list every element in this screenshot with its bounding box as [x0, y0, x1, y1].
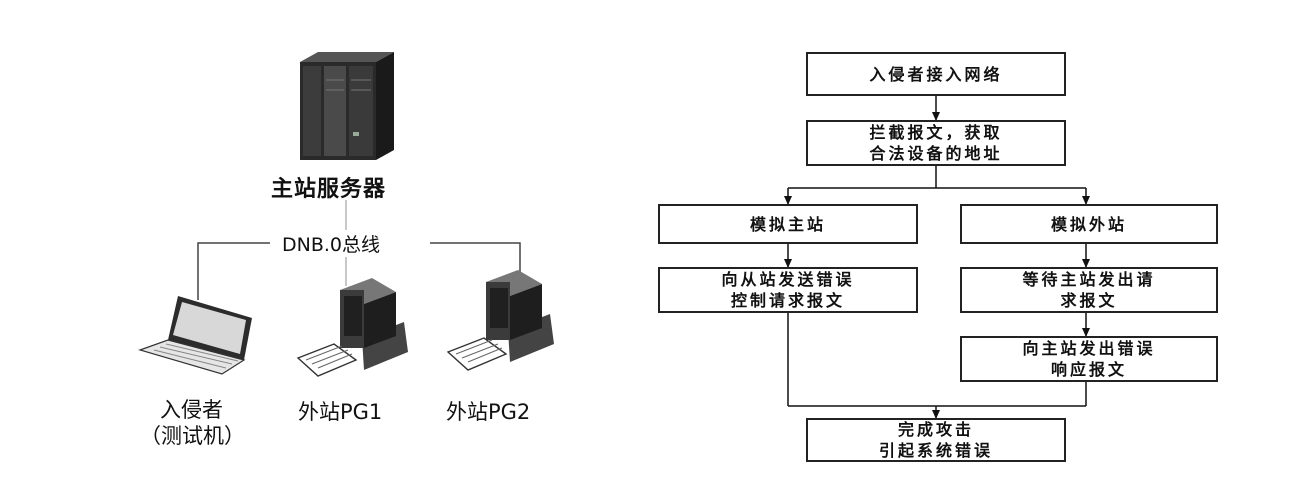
flow-branch-master: 模拟主站 — [658, 204, 918, 244]
flow-step-send-response: 向主站发出错误 响应报文 — [960, 336, 1218, 382]
intruder-sublabel: （测试机） — [140, 420, 245, 450]
flow-step-wait-request: 等待主站发出请 求报文 — [960, 267, 1218, 313]
station1-label: 外站PG1 — [298, 396, 382, 426]
flow-step-intercept: 拦截报文，获取 合法设备的地址 — [806, 120, 1066, 166]
bus-label: DNB.0总线 — [278, 230, 384, 257]
server-icon — [300, 52, 394, 160]
workstation-pg2-icon — [448, 270, 554, 370]
server-label: 主站服务器 — [271, 171, 386, 203]
station2-label: 外站PG2 — [446, 396, 530, 426]
flow-step-connect: 入侵者接入网络 — [806, 52, 1066, 96]
laptop-icon — [140, 296, 252, 374]
attack-flowchart: 入侵者接入网络 拦截报文，获取 合法设备的地址 模拟主站 模拟外站 向从站发送错… — [640, 0, 1312, 479]
flow-branch-slave: 模拟外站 — [960, 204, 1218, 244]
network-diagram: 主站服务器 DNB.0总线 入侵者 （测试机） 外站PG1 外站PG2 — [0, 0, 620, 479]
workstation-pg1-icon — [298, 278, 408, 376]
flow-step-final: 完成攻击 引起系统错误 — [806, 418, 1066, 462]
flow-step-send-error: 向从站发送错误 控制请求报文 — [658, 267, 918, 313]
